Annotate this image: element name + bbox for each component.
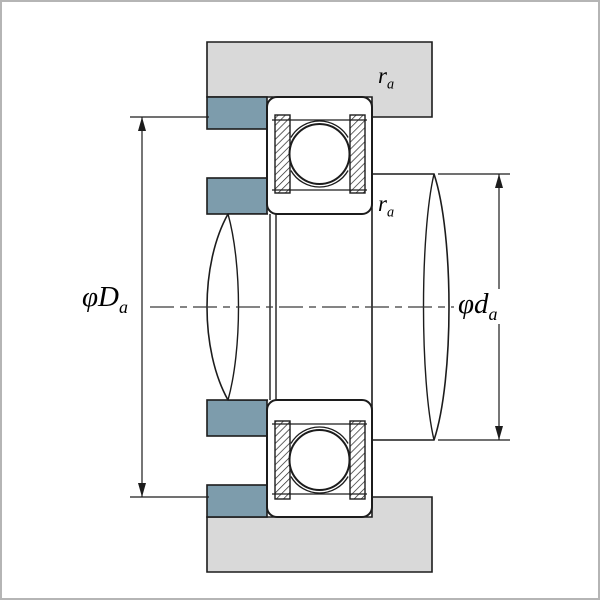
raceway-arc-lower-bottom xyxy=(290,476,349,494)
arrow-down-da xyxy=(495,426,503,440)
raceway-arc-upper-bottom xyxy=(290,426,349,444)
label-base: r xyxy=(378,63,387,88)
label-subscript: a xyxy=(119,296,128,317)
seal-left-top xyxy=(274,114,291,194)
arrow-down-Da xyxy=(138,483,146,497)
bearing-top xyxy=(266,96,373,215)
dimension-housing-abutment xyxy=(130,116,209,498)
raceway-arc-upper-top xyxy=(290,120,349,138)
fillet-radius-label-housing: ra xyxy=(378,64,394,92)
label-base: r xyxy=(378,191,387,216)
housing-locating-ring-bottom xyxy=(206,484,268,518)
label-base: φD xyxy=(82,281,119,313)
label-subscript: a xyxy=(386,76,395,93)
housing-abutment-diameter-label: φDa xyxy=(82,283,128,316)
shaft-abutment-diameter-label: φda xyxy=(454,289,502,324)
shaft-spacer-bottom xyxy=(206,399,268,437)
seal-right-bottom xyxy=(349,420,366,500)
arrow-up-da xyxy=(495,174,503,188)
label-subscript: a xyxy=(386,204,395,221)
label-subscript: a xyxy=(488,303,498,324)
fillet-radius-label-shaft: ra xyxy=(378,192,394,220)
seal-left-bottom xyxy=(274,420,291,500)
arrow-up-Da xyxy=(138,117,146,131)
bearing-bottom xyxy=(266,399,373,518)
raceway-arc-lower-top xyxy=(290,170,349,188)
ball-bottom xyxy=(288,429,351,491)
housing-locating-ring-top xyxy=(206,96,268,130)
seal-right-top xyxy=(349,114,366,194)
label-base: φd xyxy=(458,288,489,320)
shaft-spacer-top xyxy=(206,177,268,215)
ball-top xyxy=(288,123,351,185)
